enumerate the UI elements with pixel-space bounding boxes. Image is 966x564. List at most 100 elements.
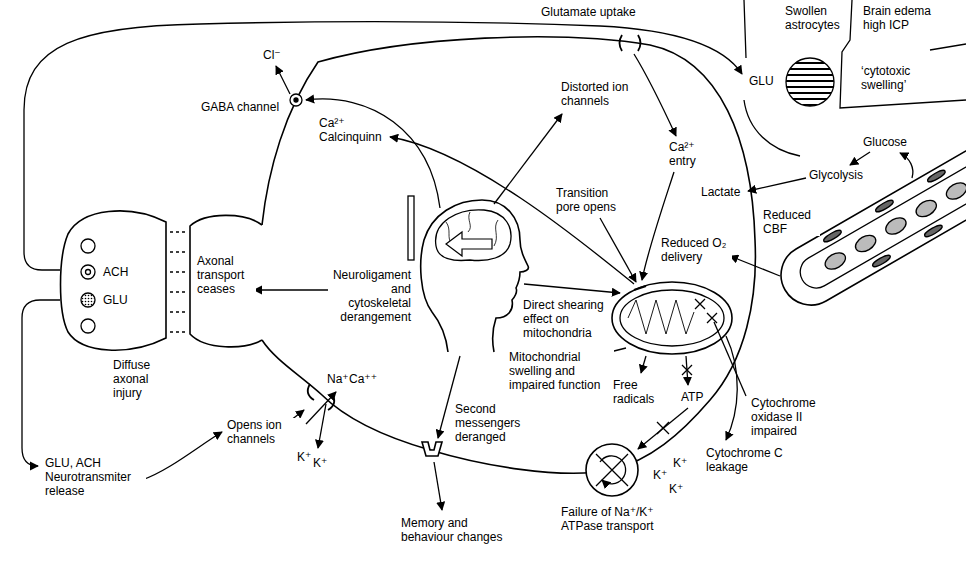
label: K⁺ [296,450,312,464]
injury-arrow [306,99,440,208]
astrocyte-outline [744,0,966,156]
atpase-pump [586,444,638,496]
label: Brain edema high ICP [862,4,944,32]
label: K⁺ [672,456,688,470]
mitochondrion [620,290,724,346]
label: Swollen astrocytes [784,4,848,32]
blood-vessel [923,223,943,238]
label: Glutamate uptake [540,5,637,19]
label: Axonal transport ceases [196,254,256,296]
gaba-channel-symbol [290,94,302,106]
label: GLU, ACH Neurotransmiter release [44,456,146,498]
mitochondrion [628,300,694,334]
receptor-symbol [422,442,442,456]
chloride-arrow [276,66,290,94]
calcium-arrow [634,54,676,136]
blood-vessel [871,253,891,268]
label: GABA channel [200,100,280,114]
synaptic-cleft [170,291,188,292]
uptake-arrow [24,22,742,270]
label: Cl⁻ [262,48,282,62]
label: Lactate [700,185,741,199]
label: ACH [102,265,129,279]
effect-arrow [726,336,737,440]
atpase-pump [600,456,626,484]
label: Distorted ion channels [560,80,634,108]
blood-vessel [874,198,894,213]
synaptic-vesicle [81,265,95,279]
effect-arrow [434,462,442,510]
blood-vessel [913,197,939,220]
label: Na⁺ [326,372,350,386]
label: Calcinquinn [318,130,383,144]
metabolism-arrow [900,153,913,178]
atpase-pump [596,454,628,486]
ion-channel-symbol [308,384,335,410]
blood-vessel [822,249,848,272]
label: Reduced CBF [762,208,820,236]
synaptic-cleft [170,331,188,332]
swollen-astrocyte [786,58,834,106]
label: Direct shearing effect on mitochondria [522,298,608,340]
label: Ca⁺⁺ [348,372,378,386]
release-arrow [22,300,60,466]
ion-arrow [306,392,336,424]
label: Diffuse axonal injury [112,358,169,400]
label: Opens ion channels [226,418,298,446]
label: K⁺ [652,468,668,482]
label: Glycolysis [808,168,864,182]
label: Second messengers deranged [454,402,526,444]
blood-vessel [926,168,946,183]
metabolism-arrow [730,256,780,276]
synaptic-vesicle [81,239,95,333]
synaptic-vesicle [81,239,95,253]
cell-membrane [262,37,755,473]
pore-arrow [600,218,636,282]
label: Transition pore opens [555,186,627,214]
synaptic-cleft [170,232,188,332]
synaptic-cleft [170,271,188,272]
impact-bar [408,196,414,260]
gaba-channel-symbol [290,94,302,106]
blood-vessel [822,228,842,243]
impact-arrow [446,232,492,256]
injury-arrow [524,284,620,293]
brain [436,210,511,261]
label: Ca²⁺ [318,116,346,130]
blood-vessel [944,179,966,202]
label: GLU [748,74,775,88]
cross-mark [657,422,669,434]
synaptic-vesicle [81,293,95,307]
label: Glucose [862,135,908,149]
ion-arrow [318,404,326,448]
metabolism-arrow [850,152,870,165]
synaptic-vesicle [86,270,91,275]
leader-line [714,322,746,396]
cross-mark [682,365,692,375]
synaptic-cleft [170,231,188,232]
release-arrow [142,432,222,480]
label: Mitochondrial swelling and impaired func… [508,350,614,392]
metabolism-arrow [748,178,806,191]
synaptic-cleft [170,311,188,312]
effect-arrow [641,356,646,373]
synaptic-cleft [170,251,188,252]
cross-mark [695,299,717,323]
label: K⁺ [668,482,684,496]
label: Free radicals [612,378,664,406]
label: Cytochrome C leakage [705,446,791,474]
blood-vessel [883,214,909,237]
label: Failure of Na⁺/K⁺ ATPase transport [560,505,672,533]
label: Neuroligament and cytoskeletal derangeme… [330,268,412,324]
label: Ca²⁺ entry [668,140,710,168]
label: Cytochrome oxidase II impaired [750,396,824,438]
illustration [22,0,966,510]
ion-channel-symbol [620,35,641,51]
blood-vessel [794,152,966,294]
gaba-channel-symbol [294,98,298,102]
label: ATP [680,390,704,404]
postsynaptic-terminal [190,215,262,347]
label: GLU [102,293,129,307]
presynaptic-terminal [61,211,167,350]
